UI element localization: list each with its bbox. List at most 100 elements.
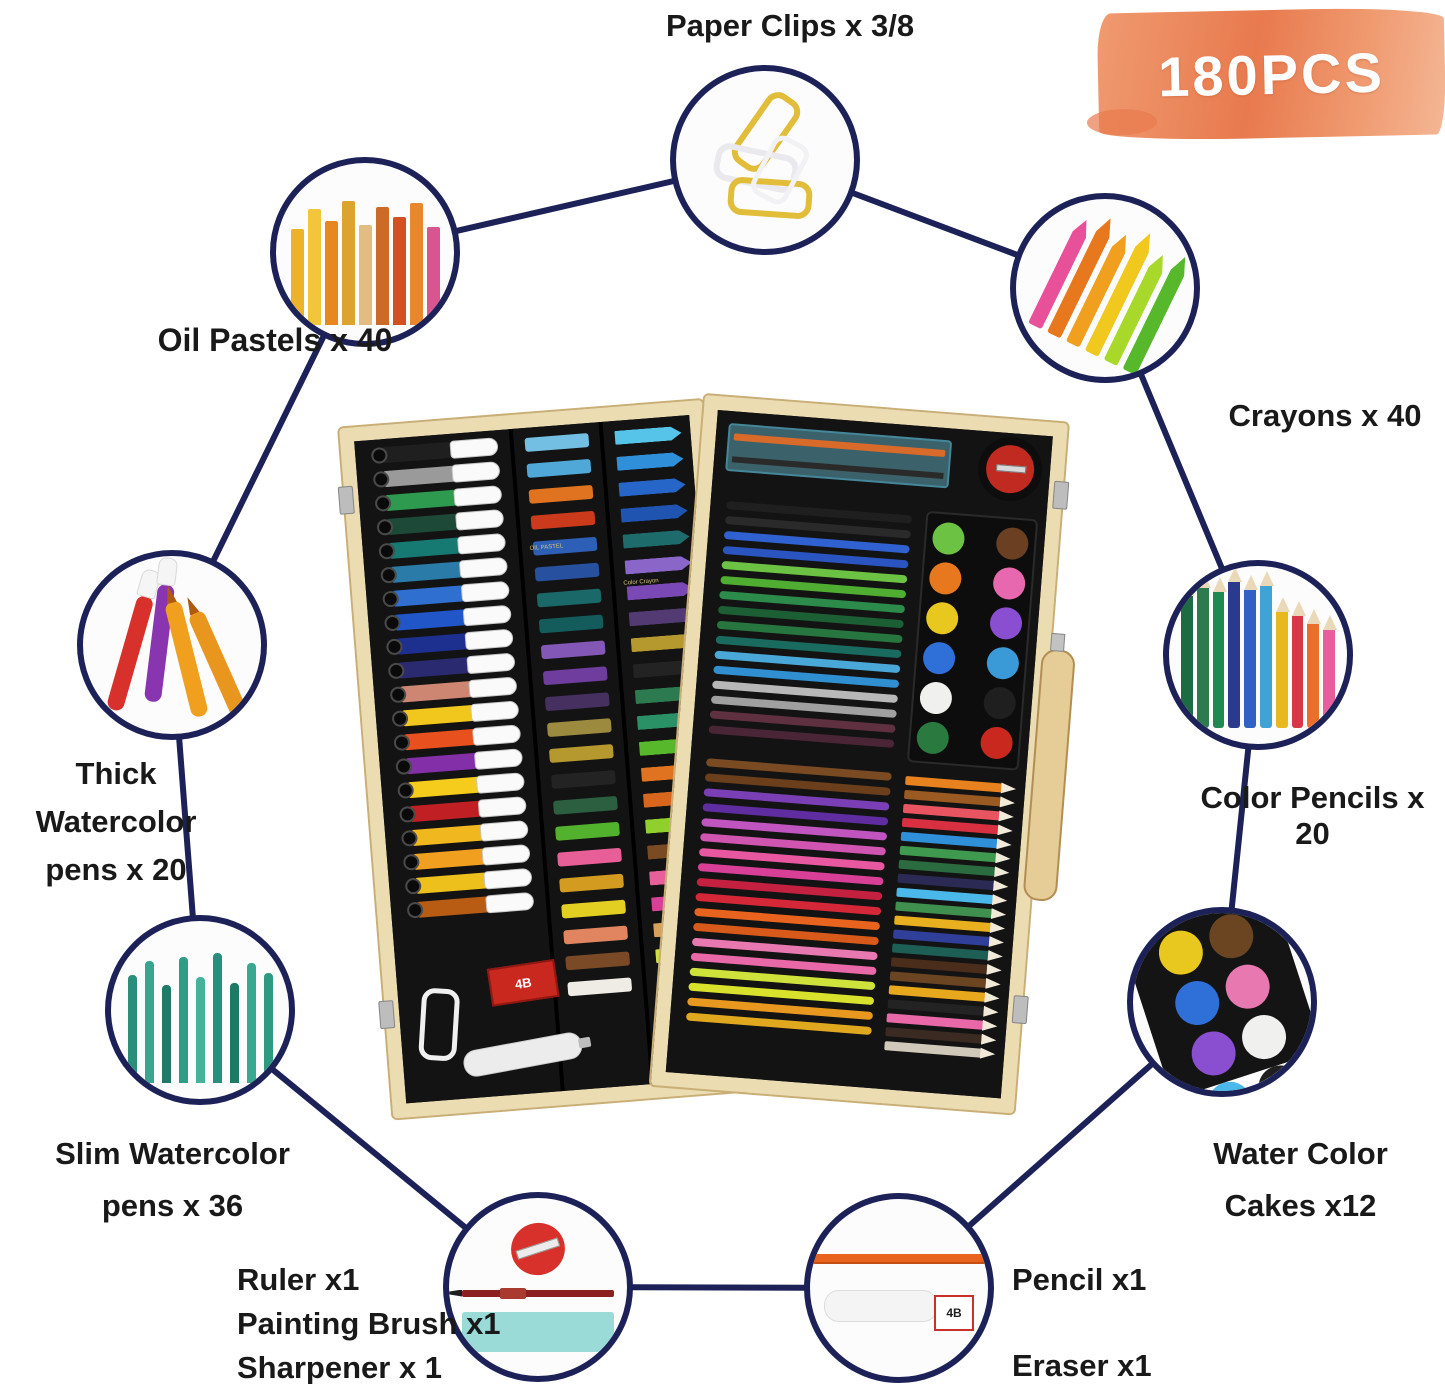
ruler-pencil-tray bbox=[725, 422, 953, 489]
mini-slimpen-item bbox=[127, 975, 137, 1083]
thick-pen-item bbox=[388, 534, 502, 560]
cake-item bbox=[979, 725, 1014, 761]
mini-slimpen-item bbox=[229, 983, 239, 1083]
cake-item bbox=[921, 640, 956, 676]
color-pencils-column bbox=[883, 775, 1018, 1059]
mini-slimpen-item bbox=[178, 957, 188, 1083]
cake-item bbox=[988, 606, 1023, 641]
mini-pastel-item bbox=[324, 221, 338, 325]
label-slim-watercolor: Slim Watercolor pens x 36 bbox=[40, 1128, 305, 1232]
cake-item bbox=[982, 685, 1017, 721]
crayon-item bbox=[614, 426, 682, 445]
pastel-item bbox=[562, 925, 629, 945]
label-slim-watercolor-line1: Slim Watercolor bbox=[55, 1136, 290, 1171]
pastel-item bbox=[530, 510, 596, 530]
pastel-item bbox=[564, 951, 631, 971]
label-eraser: Eraser x1 bbox=[1012, 1348, 1152, 1383]
thick-pen-item bbox=[401, 701, 515, 727]
callout-thick-pens bbox=[77, 550, 267, 740]
crayon-item bbox=[616, 452, 684, 471]
pastel-item bbox=[526, 458, 592, 478]
thick-pen-item bbox=[397, 653, 512, 679]
label-ruler: Ruler x1 bbox=[237, 1262, 360, 1297]
cake-item bbox=[985, 645, 1020, 681]
pastel-item bbox=[550, 769, 617, 789]
thick-pen-item bbox=[407, 773, 521, 799]
cake-item bbox=[918, 680, 953, 716]
pastel-item bbox=[566, 977, 633, 997]
mini-cpencil-item bbox=[1196, 573, 1211, 728]
pastel-item bbox=[540, 640, 606, 660]
thick-pen-item bbox=[403, 725, 517, 751]
thick-pen-item bbox=[414, 869, 529, 894]
mini-cpencil-item bbox=[1228, 567, 1243, 728]
pastel-item bbox=[552, 795, 619, 815]
thick-pen-item bbox=[399, 677, 514, 703]
count-badge-splash: 180PCS bbox=[1096, 6, 1445, 142]
painting-brush-icon bbox=[462, 1287, 614, 1299]
thick-pen-item bbox=[416, 893, 530, 918]
mini-pastel-item bbox=[341, 201, 355, 325]
mini-slimpen-item bbox=[246, 963, 256, 1083]
mini-pastel-item bbox=[307, 209, 321, 325]
label-color-pencils: Color Pencils x 20 bbox=[1200, 780, 1425, 851]
pastel-item bbox=[560, 899, 627, 919]
label-paper-clips: Paper Clips x 3/8 bbox=[665, 8, 915, 43]
mini-pastel-item bbox=[426, 227, 440, 325]
crayon-item bbox=[625, 555, 693, 574]
label-oil-pastels: Oil Pastels x 40 bbox=[157, 322, 393, 358]
4b-label-box: 4B bbox=[934, 1295, 974, 1331]
pencil-icon bbox=[813, 1254, 985, 1264]
cpencil-item bbox=[883, 1041, 983, 1058]
mini-pastel-item bbox=[375, 207, 389, 325]
mini-pastel-item bbox=[290, 229, 304, 325]
cake-column-left bbox=[913, 519, 967, 757]
sharpener-icon bbox=[504, 1215, 572, 1282]
left-latch-bottom bbox=[378, 1000, 396, 1030]
round-sharpener bbox=[975, 434, 1045, 504]
callout-slim-pens bbox=[105, 915, 295, 1105]
cake-item bbox=[924, 601, 960, 636]
mini-pastel-item bbox=[409, 203, 423, 325]
crayon-item bbox=[621, 503, 689, 522]
mini-cpencil-item bbox=[1181, 581, 1195, 728]
mini-slimpen-item bbox=[263, 973, 273, 1083]
thick-pen-item bbox=[386, 510, 500, 536]
label-water-color-line1: Water Color bbox=[1213, 1136, 1388, 1171]
pastel-item bbox=[523, 433, 590, 453]
callout-crayons bbox=[1010, 193, 1200, 383]
thick-pen-item bbox=[395, 629, 510, 655]
mini-slimpen-item bbox=[212, 953, 222, 1083]
case-right-interior bbox=[665, 410, 1053, 1099]
cake-item bbox=[927, 561, 963, 596]
pastel-item bbox=[546, 718, 613, 738]
cake-item bbox=[930, 521, 966, 556]
thick-pen-item bbox=[384, 486, 498, 512]
callout-ruler-brush-sharpener bbox=[443, 1192, 633, 1382]
pastel-item bbox=[556, 847, 623, 867]
mini-cake-item bbox=[1152, 925, 1209, 981]
pastel-item bbox=[538, 614, 604, 634]
mini-cpencil-item bbox=[1323, 615, 1337, 728]
pastel-item bbox=[548, 744, 615, 764]
right-latch-bottom bbox=[1011, 995, 1029, 1025]
thick-pen-item bbox=[393, 606, 508, 631]
pastel-item bbox=[554, 821, 621, 841]
mini-cpencil-item bbox=[1244, 575, 1258, 728]
pastel-item bbox=[558, 873, 625, 893]
count-badge-text: 180PCS bbox=[1157, 40, 1386, 108]
label-crayons: Crayons x 40 bbox=[1228, 398, 1422, 433]
thick-pen-item bbox=[382, 462, 497, 488]
thick-pen-item bbox=[412, 845, 527, 871]
thick-pen-item bbox=[405, 749, 519, 775]
cake-item bbox=[991, 566, 1027, 601]
crayon-item bbox=[619, 478, 687, 497]
mini-slimpen-item bbox=[144, 961, 154, 1083]
label-sharpener: Sharpener x 1 bbox=[237, 1350, 443, 1384]
cake-item bbox=[915, 720, 950, 756]
mini-cpencil-item bbox=[1275, 597, 1290, 728]
label-tools-list: Ruler x1 Painting Brush x1 Sharpener x 1 bbox=[237, 1258, 501, 1384]
label-pencil: Pencil x1 bbox=[1012, 1262, 1147, 1297]
